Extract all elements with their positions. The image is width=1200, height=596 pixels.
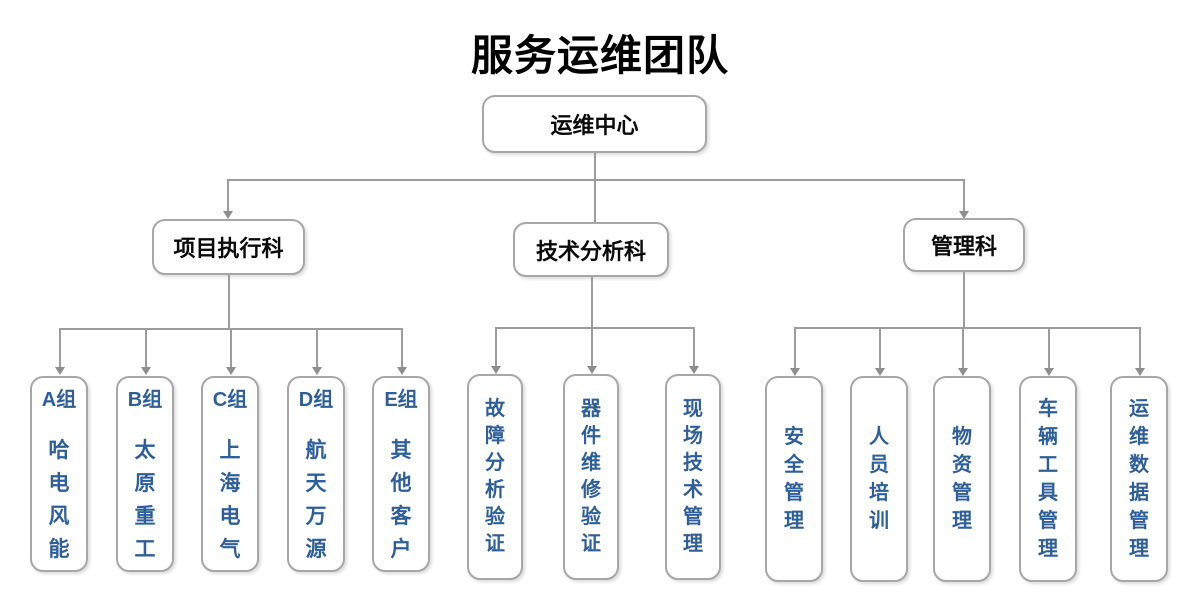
node-root-label: 运维中心 <box>550 113 639 138</box>
leaf-name: 器件维修验证 <box>581 398 601 555</box>
connector-drop-section-1 <box>227 179 229 212</box>
leaf-onsite-technical-management: 现场技术管理 <box>665 374 721 580</box>
leaf-name: 航天万源 <box>305 439 327 561</box>
section-label: 技术分析科 <box>535 238 646 264</box>
leaf-name: 车辆工具管理 <box>1038 398 1058 560</box>
leaf-name: 上海电气 <box>219 439 241 561</box>
connector-drop-leaf <box>230 328 232 368</box>
arrowhead-icon <box>141 367 151 375</box>
connector-drop-leaf <box>879 327 881 369</box>
node-root: 运维中心 <box>482 95 707 153</box>
arrowhead-icon <box>312 367 322 375</box>
arrowhead-icon <box>790 368 800 376</box>
arrowhead-icon <box>226 367 236 375</box>
arrowhead-icon <box>397 367 407 375</box>
arrowhead-icon <box>223 211 233 219</box>
arrowhead-icon <box>1044 368 1054 376</box>
connector-root-stem <box>594 153 596 179</box>
leaf-personnel-training: 人员培训 <box>850 376 908 582</box>
leaf-name: 太原重工 <box>134 439 156 561</box>
leaf-group-label: E组 <box>384 389 418 411</box>
node-section-technical-analysis: 技术分析科 <box>513 222 669 277</box>
leaf-group-e-other-customers: E组 其他客户 <box>372 376 430 572</box>
connector-section2-bus <box>495 327 694 329</box>
node-section-management: 管理科 <box>903 218 1025 272</box>
connector-root-bus <box>227 179 964 181</box>
connector-drop-leaf <box>962 327 964 369</box>
connector-section1-stem <box>228 275 230 329</box>
leaf-name: 现场技术管理 <box>683 398 703 555</box>
leaf-name: 运维数据管理 <box>1129 398 1149 560</box>
leaf-name: 人员培训 <box>869 426 889 532</box>
leaf-material-management: 物资管理 <box>933 376 991 582</box>
leaf-group-label: D组 <box>298 389 334 411</box>
leaf-component-repair-verification: 器件维修验证 <box>563 374 619 580</box>
section-label: 管理科 <box>930 234 997 259</box>
connector-drop-leaf <box>59 328 61 368</box>
arrowhead-icon <box>689 366 699 374</box>
connector-section3-bus <box>794 327 1140 329</box>
connector-drop-section-3 <box>963 179 965 212</box>
arrowhead-icon <box>587 366 597 374</box>
leaf-name: 哈电风能 <box>48 439 70 561</box>
leaf-group-c-shanghai-electric: C组 上海电气 <box>201 376 259 572</box>
connector-drop-leaf <box>1048 327 1050 369</box>
arrowhead-icon <box>55 367 65 375</box>
leaf-name: 其他客户 <box>390 439 412 561</box>
leaf-om-data-management: 运维数据管理 <box>1110 376 1168 582</box>
arrowhead-icon <box>491 366 501 374</box>
section-label: 项目执行科 <box>173 236 284 261</box>
connector-drop-leaf <box>316 328 318 368</box>
arrowhead-icon <box>958 368 968 376</box>
connector-drop-leaf <box>591 327 593 367</box>
leaf-safety-management: 安全管理 <box>765 376 823 582</box>
connector-drop-leaf <box>693 327 695 367</box>
leaf-group-b-taiyuan-heavy: B组 太原重工 <box>116 376 174 572</box>
arrowhead-icon <box>1135 368 1145 376</box>
connector-section2-stem <box>591 277 593 328</box>
leaf-name: 物资管理 <box>952 426 972 532</box>
leaf-name: 故障分析验证 <box>485 398 505 555</box>
leaf-group-label: C组 <box>212 389 248 411</box>
page-title: 服务运维团队 <box>470 32 729 79</box>
leaf-fault-analysis-verification: 故障分析验证 <box>467 374 523 580</box>
connector-drop-section-2 <box>594 179 596 232</box>
leaf-vehicle-tool-management: 车辆工具管理 <box>1019 376 1077 582</box>
connector-section3-stem <box>963 272 965 328</box>
node-section-project-execution: 项目执行科 <box>152 219 305 275</box>
leaf-group-label: B组 <box>127 389 163 411</box>
connector-drop-leaf <box>1139 327 1141 369</box>
leaf-group-a-hadian-wind: A组 哈电风能 <box>30 376 88 572</box>
connector-drop-leaf <box>145 328 147 368</box>
arrowhead-icon <box>875 368 885 376</box>
leaf-name: 安全管理 <box>784 426 804 532</box>
leaf-group-label: A组 <box>41 389 77 411</box>
connector-drop-leaf <box>495 327 497 367</box>
connector-drop-leaf <box>794 327 796 369</box>
leaf-group-d-aerospace-wanyuan: D组 航天万源 <box>287 376 345 572</box>
arrowhead-icon <box>959 211 969 219</box>
connector-drop-leaf <box>401 328 403 368</box>
